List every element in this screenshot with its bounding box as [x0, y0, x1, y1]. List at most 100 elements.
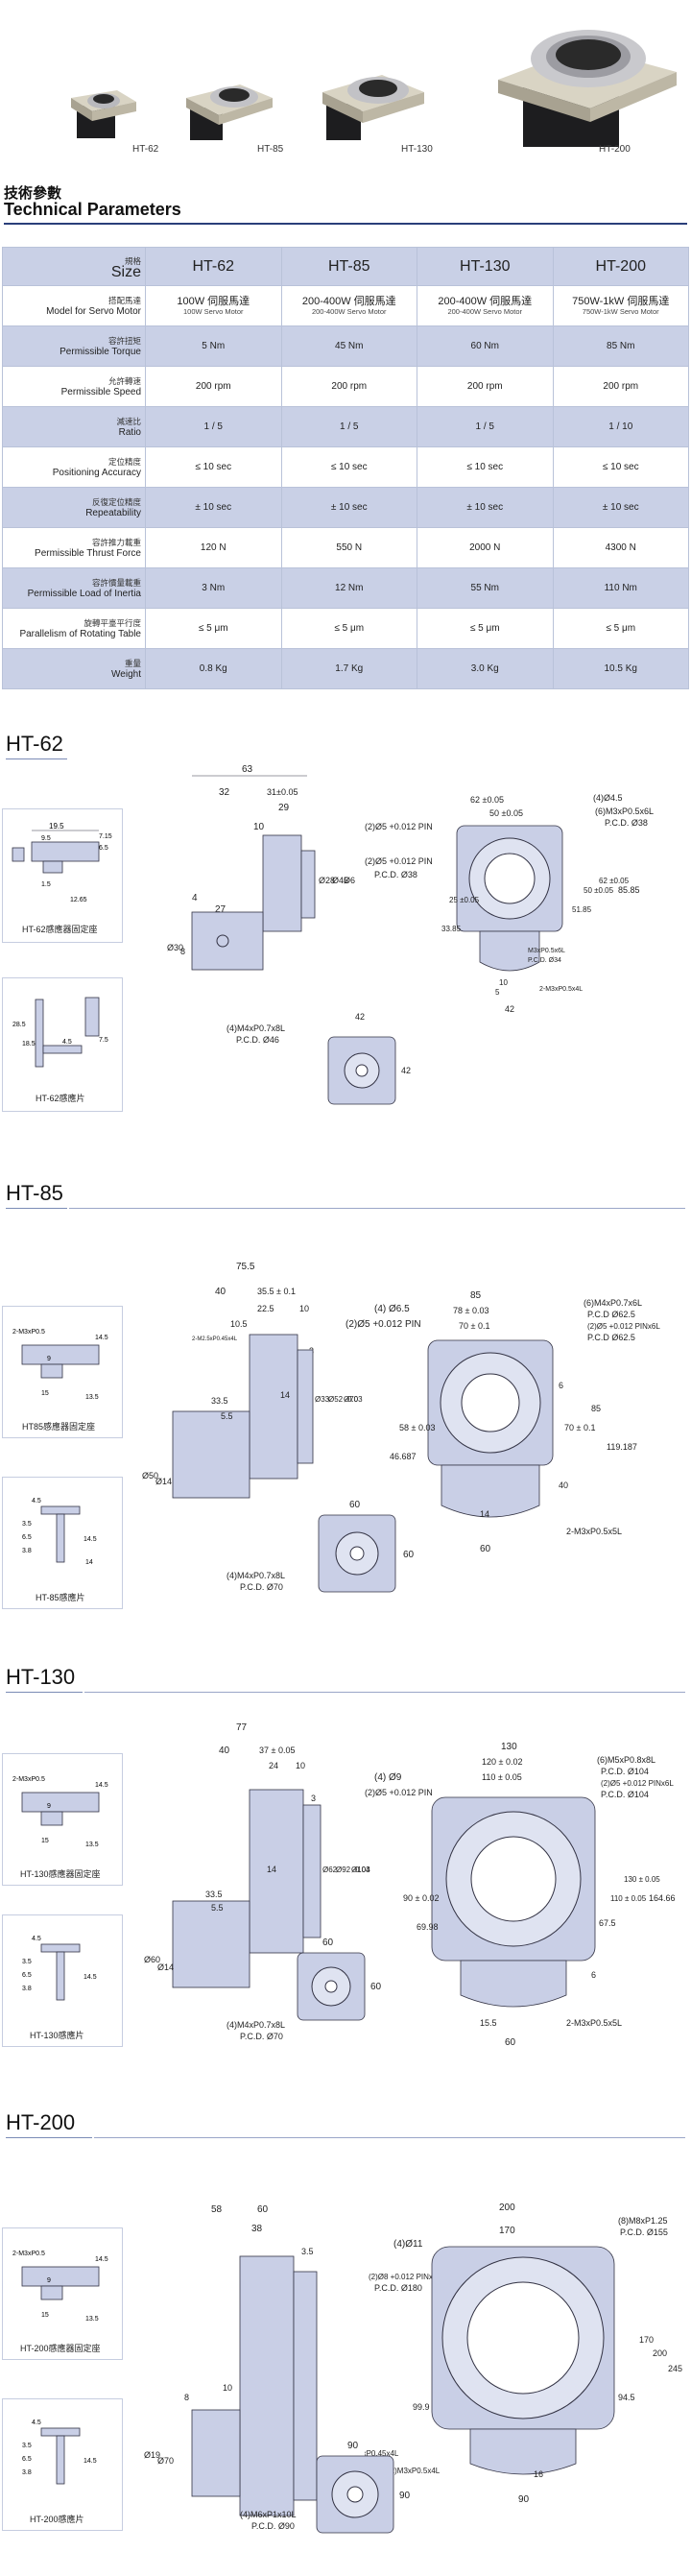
svg-text:35.5 ± 0.1: 35.5 ± 0.1 — [257, 1287, 296, 1296]
svg-text:33.85: 33.85 — [441, 925, 462, 933]
svg-text:2-M3xP0.5: 2-M3xP0.5 — [12, 2251, 45, 2257]
svg-text:P.C.D Ø62.5: P.C.D Ø62.5 — [587, 1333, 635, 1342]
product-photo-ht130 — [319, 44, 430, 148]
svg-text:38: 38 — [251, 2224, 263, 2234]
ht200-side-view: 58 60 38 3.5 10 8 Ø19 Ø70 — [144, 2204, 318, 2516]
svg-text:27: 27 — [215, 904, 226, 915]
ht62-motor-flange: (4)M4xP0.7x8L P.C.D. Ø46 42 42 — [226, 1012, 411, 1105]
svg-text:2-M3xP0.5x5L: 2-M3xP0.5x5L — [566, 2018, 622, 2028]
section-rule-long — [69, 1208, 685, 1209]
svg-text:25 ±0.05: 25 ±0.05 — [449, 896, 480, 904]
svg-text:6.5: 6.5 — [22, 2456, 32, 2463]
svg-text:(4) Ø6.5: (4) Ø6.5 — [374, 1304, 410, 1314]
svg-text:P.C.D. Ø104: P.C.D. Ø104 — [601, 1767, 649, 1776]
svg-text:(2)M2.5xP0.45x4L: (2)M2.5xP0.45x4L — [365, 2449, 399, 2458]
table-cell: 45 Nm — [280, 325, 417, 367]
ht130-motor-flange: (4)M4xP0.7x8L P.C.D. Ø70 60 60 — [226, 1938, 382, 2041]
svg-text:2-M3xP0.5: 2-M3xP0.5 — [12, 1776, 45, 1783]
svg-text:60: 60 — [322, 1938, 334, 1948]
sensor-mount-drawing: 19.5 9.5 7.15 6.5 1.5 12.65 HT-62感應器固定座 — [2, 808, 123, 943]
svg-text:170: 170 — [499, 2226, 515, 2236]
table-cell: 1 / 10 — [552, 406, 689, 447]
svg-text:15: 15 — [41, 2312, 49, 2319]
sensor-plate-caption: HT-200感應片 — [30, 2515, 84, 2524]
table-cell: 200 rpm — [417, 366, 554, 407]
header-model: HT-200 — [552, 247, 689, 286]
svg-text:15.5: 15.5 — [480, 2018, 497, 2028]
svg-text:19.5: 19.5 — [49, 822, 64, 831]
heading-rule — [4, 223, 687, 225]
svg-text:200: 200 — [499, 2203, 515, 2213]
svg-text:14.5: 14.5 — [83, 1536, 97, 1543]
svg-text:90: 90 — [518, 2494, 530, 2505]
svg-text:P.C.D. Ø155: P.C.D. Ø155 — [620, 2227, 668, 2237]
svg-text:2-M3xP0.5: 2-M3xP0.5 — [12, 1329, 45, 1336]
svg-text:70 ± 0.1: 70 ± 0.1 — [459, 1321, 489, 1331]
ht62-side-view: 63 32 31±0.05 29 10 4 27 Ø28 Ø45 Ø62 Ø30… — [167, 764, 355, 971]
svg-text:3.8: 3.8 — [22, 1548, 32, 1554]
svg-text:10.5: 10.5 — [230, 1319, 248, 1329]
sensor-mount-caption: HT-130感應器固定座 — [20, 1869, 101, 1879]
svg-text:63: 63 — [242, 764, 253, 775]
svg-text:3.5: 3.5 — [22, 2443, 32, 2449]
svg-text:33.5: 33.5 — [205, 1890, 223, 1899]
svg-text:37 ± 0.05: 37 ± 0.05 — [259, 1745, 295, 1755]
svg-text:2-M3xP0.5x4L: 2-M3xP0.5x4L — [539, 986, 583, 993]
svg-text:130 ± 0.05: 130 ± 0.05 — [624, 1875, 660, 1884]
svg-text:22.5: 22.5 — [257, 1304, 274, 1313]
svg-text:6: 6 — [591, 1970, 596, 1980]
svg-text:40: 40 — [215, 1287, 226, 1297]
svg-text:P.C.D. Ø180: P.C.D. Ø180 — [374, 2283, 422, 2293]
svg-text:Ø70: Ø70 — [157, 2456, 174, 2466]
svg-text:46.687: 46.687 — [390, 1452, 417, 1461]
svg-text:(4)M4xP0.7x8L: (4)M4xP0.7x8L — [226, 1023, 285, 1033]
table-cell: ≤ 10 sec — [552, 446, 689, 488]
svg-text:29: 29 — [278, 803, 290, 813]
sensor-plate-drawing: 4.5 3.5 6.5 3.8 14.5 14 HT-85感應片 — [2, 1477, 123, 1609]
table-cell: ≤ 10 sec — [280, 446, 417, 488]
svg-text:69.98: 69.98 — [417, 1922, 439, 1932]
svg-text:Ø92 -0.03: Ø92 -0.03 — [336, 1866, 370, 1874]
sensor-plate-caption: HT-62感應片 — [36, 1094, 85, 1103]
svg-text:14: 14 — [85, 1559, 93, 1566]
svg-text:Ø62: Ø62 — [322, 1866, 338, 1874]
svg-text:Ø14: Ø14 — [155, 1477, 172, 1486]
sensor-plate-caption: HT-85感應片 — [36, 1593, 85, 1602]
product-label-ht200: HT-200 — [599, 144, 631, 155]
sensor-mount-drawing: 2-M3xP0.5 14.5 9 15 13.5 HT-130感應器固定座 — [2, 1753, 123, 1886]
svg-text:40: 40 — [559, 1481, 568, 1490]
svg-text:62 ±0.05: 62 ±0.05 — [599, 877, 630, 885]
table-cell: ≤ 5 μm — [280, 608, 417, 649]
ht85-top-view: (4) Ø6.5 (2)Ø5 +0.012 PIN 85 78 ± 0.03 7… — [346, 1290, 660, 1554]
product-photo-ht200 — [485, 5, 686, 155]
svg-text:3.8: 3.8 — [22, 1986, 32, 1992]
svg-text:13.5: 13.5 — [85, 2316, 99, 2323]
section-title-ht62: HT-62 — [6, 732, 63, 756]
svg-text:10: 10 — [253, 822, 265, 832]
svg-text:15: 15 — [41, 1838, 49, 1844]
svg-text:Ø33: Ø33 — [315, 1395, 330, 1404]
section-rule-long — [84, 1692, 685, 1693]
svg-text:6.5: 6.5 — [99, 845, 108, 852]
sensor-mount-caption: HT-62感應器固定座 — [22, 925, 98, 934]
table-cell: 1 / 5 — [280, 406, 417, 447]
sensor-mount-caption: HT-200感應器固定座 — [20, 2344, 101, 2353]
table-cell: ≤ 10 sec — [417, 446, 554, 488]
svg-text:Ø14: Ø14 — [157, 1962, 174, 1972]
header-model: HT-85 — [280, 247, 417, 286]
svg-text:P.C.D. Ø104: P.C.D. Ø104 — [601, 1790, 649, 1799]
svg-text:(2)Ø5 +0.012 PIN: (2)Ø5 +0.012 PIN — [365, 856, 433, 866]
table-cell: 55 Nm — [417, 567, 554, 609]
svg-text:1.5: 1.5 — [41, 881, 51, 888]
